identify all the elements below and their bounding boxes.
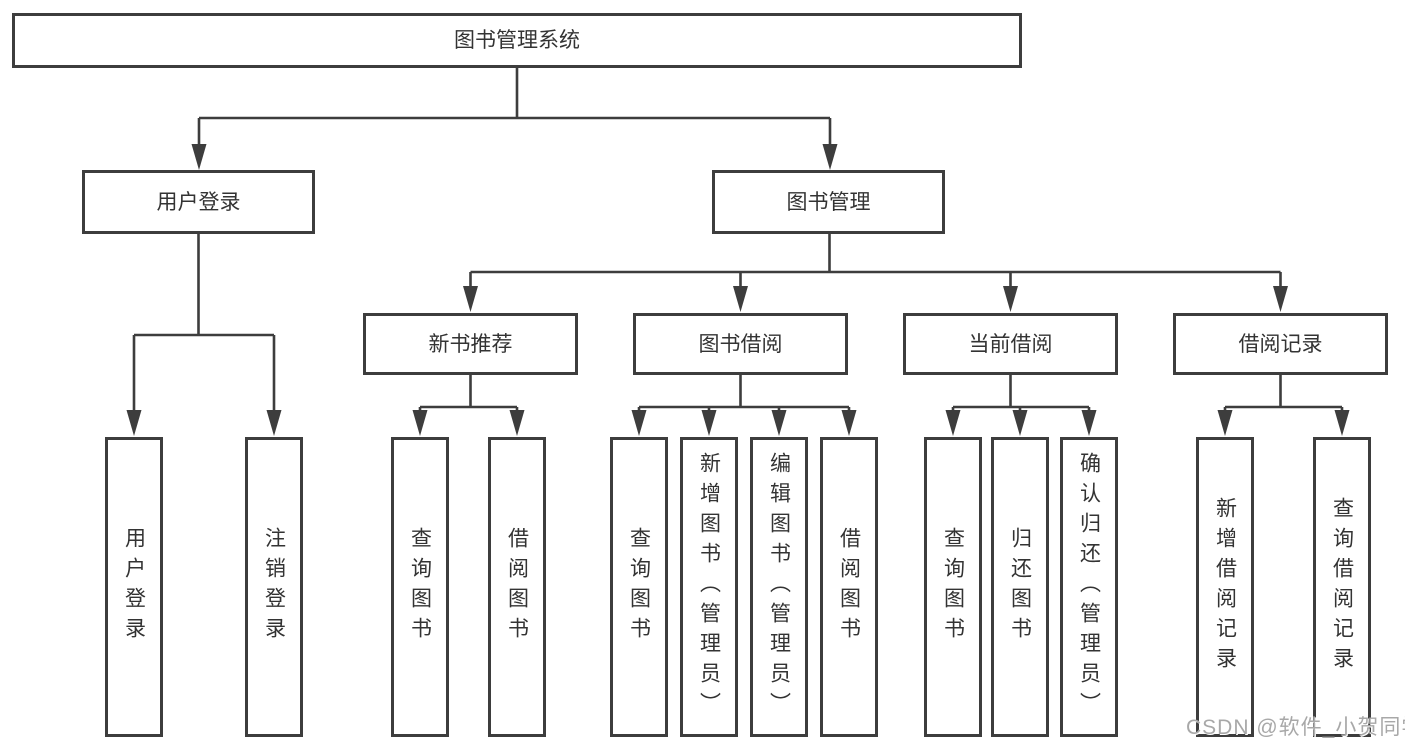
- arrowhead-icon: [412, 410, 428, 436]
- arrowhead-icon: [771, 410, 787, 436]
- arrowhead-icon: [1273, 286, 1288, 312]
- node-root: 图书管理系统: [12, 13, 1022, 68]
- node-bb-borrow-books: 借阅图书: [820, 437, 878, 737]
- node-nb-query-books: 查询图书: [391, 437, 449, 737]
- node-bb-add-books: 新增图书（管理员）: [680, 437, 738, 737]
- watermark: CSDN @软件_小贺同学: [1186, 716, 1405, 739]
- node-bb-edit-books: 编辑图书（管理员）: [750, 437, 808, 737]
- node-br-query-record: 查询借阅记录: [1313, 437, 1371, 737]
- arrowhead-icon: [631, 410, 647, 436]
- node-cb-return-books: 归还图书: [991, 437, 1049, 737]
- arrowhead-icon: [266, 410, 282, 436]
- arrowhead-icon: [463, 286, 478, 312]
- arrowhead-icon: [841, 410, 857, 436]
- node-new-books: 新书推荐: [363, 313, 578, 375]
- arrowhead-icon: [945, 410, 961, 436]
- node-br-add-record: 新增借阅记录: [1196, 437, 1254, 737]
- arrowhead-icon: [126, 410, 142, 436]
- node-leaf-logout: 注销登录: [245, 437, 303, 737]
- arrowhead-icon: [191, 144, 207, 170]
- node-user-login: 用户登录: [82, 170, 315, 234]
- arrowhead-icon: [1003, 286, 1018, 312]
- arrowhead-icon: [1217, 410, 1233, 436]
- arrowhead-icon: [509, 410, 525, 436]
- arrowhead-icon: [1334, 410, 1350, 436]
- arrowhead-icon: [701, 410, 717, 436]
- node-leaf-user-login: 用户登录: [105, 437, 163, 737]
- node-cb-confirm-return: 确认归还（管理员）: [1060, 437, 1118, 737]
- arrowhead-icon: [1081, 410, 1097, 436]
- node-nb-borrow-books: 借阅图书: [488, 437, 546, 737]
- arrowhead-icon: [822, 144, 838, 170]
- arrowhead-icon: [1012, 410, 1028, 436]
- node-current-borrow: 当前借阅: [903, 313, 1118, 375]
- node-bb-query-books: 查询图书: [610, 437, 668, 737]
- node-cb-query-books: 查询图书: [924, 437, 982, 737]
- arrowhead-icon: [733, 286, 748, 312]
- node-book-mgmt: 图书管理: [712, 170, 945, 234]
- node-borrow-records: 借阅记录: [1173, 313, 1388, 375]
- node-book-borrow: 图书借阅: [633, 313, 848, 375]
